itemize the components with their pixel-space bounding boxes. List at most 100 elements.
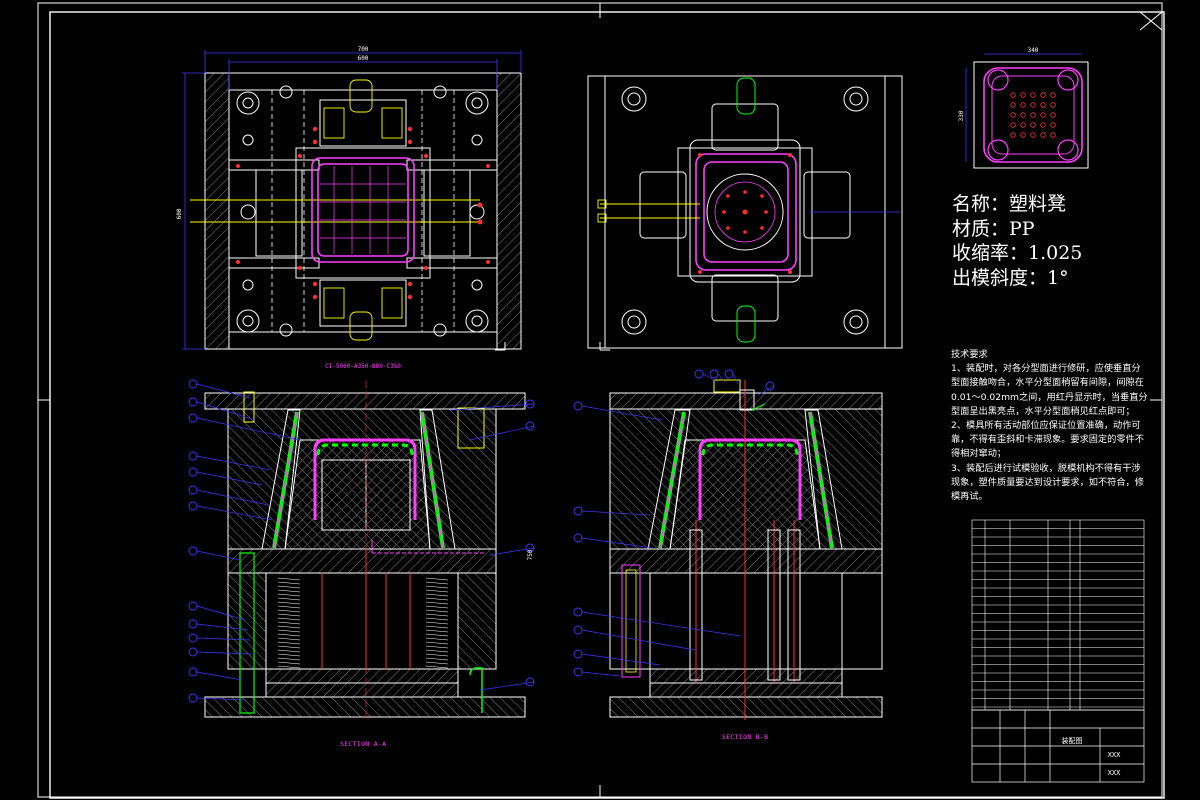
balloon [188,413,198,423]
leader-line [717,373,726,383]
part-hole [1030,92,1036,98]
leader-line [581,653,661,666]
leader-line [196,401,256,421]
balloon [188,647,198,657]
balloon [188,693,198,703]
spring-coil [277,581,301,585]
spring-coil [277,597,301,601]
spring-coil [277,609,301,613]
parts-list-table [971,519,1145,711]
leader-line [196,637,251,641]
leader-line [196,455,271,471]
balloon [765,381,775,391]
leader-line [196,605,246,621]
spring-coil [277,657,301,661]
leader-line [702,373,719,383]
spring-coil [425,625,449,629]
balloon [709,369,719,379]
part-hole [1020,92,1026,98]
leader-line [757,385,775,396]
part-top-view [965,53,1089,169]
balloon [188,379,198,389]
dim-top-inner: 600 [358,55,369,62]
part-hole [1040,102,1046,108]
dim-top-overall: 700 [358,46,369,53]
balloon [188,451,198,461]
leader-line [196,471,263,486]
part-hole [1030,132,1036,138]
balloon [573,649,583,659]
part-hole [1050,112,1056,118]
spring-coil [277,629,301,633]
part-hole [1040,112,1046,118]
part-hole [1020,112,1026,118]
leader-line [196,417,301,441]
spring-coil [277,637,301,641]
spring-coil [277,653,301,657]
spring-coil [277,665,301,669]
part-hole [1050,132,1056,138]
leader-line [196,383,251,399]
spring-coil [425,609,449,613]
spring-coil [425,577,449,581]
spring-coil [425,581,449,585]
balloon [188,501,198,511]
part-hole [1050,102,1056,108]
spring-coil [277,593,301,597]
part-hole [1020,132,1026,138]
balloon [188,667,198,677]
section-b-label: SECTION B-B [722,733,769,741]
part-hole [1030,102,1036,108]
part-name: 名称：塑料凳 [952,193,1067,215]
leader-line [732,373,739,385]
balloon [573,401,583,411]
plan-view-moving-half [587,75,903,351]
leader-line [581,629,696,651]
spring-coil [277,621,301,625]
spring-coil [277,645,301,649]
dim-section-height: 750 [527,549,534,560]
spring-coil [425,621,449,625]
balloon [525,677,535,687]
spring-coil [425,585,449,589]
spring-coil [425,661,449,665]
section-b-b [609,379,883,720]
title-drawing-name: 装配图 [1062,736,1083,745]
spring-coil [425,641,449,645]
mold-base-code: CI-5060-A350-B80-C350 [325,363,401,370]
spring-coil [277,633,301,637]
spring-coil [425,649,449,653]
tech-item-2: 2、模具所有活动部位应保证位置准确，动作可靠，不得有歪斜和卡滞现象。要求固定的零… [951,420,1144,460]
balloon [573,506,583,516]
part-hole [1050,92,1056,98]
leader-line [196,651,253,655]
part-hole [1010,112,1016,118]
section-a-balloons [188,379,535,703]
part-hole [1050,122,1056,128]
part-hole [1010,92,1016,98]
spring-coil [425,597,449,601]
part-hole [1040,132,1046,138]
title-block [971,709,1145,783]
spring-coil [425,601,449,605]
spring-coil [425,637,449,641]
balloon [188,397,198,407]
leader-line [489,547,535,556]
part-hole [1010,102,1016,108]
tech-item-1: 1、装配时，对各分型面进行修研，应使垂直分型面接触吻合，水平分型面稍留有间隙，间… [951,363,1148,417]
part-material: 材质：PP [952,217,1035,240]
leader-line [196,623,249,631]
leader-line [196,550,241,561]
spring-coil [425,645,449,649]
plan-view-fixed-half [182,50,522,351]
balloon [573,667,583,677]
balloon [188,633,198,643]
balloon [694,369,704,379]
leader-line [469,425,535,441]
part-hole [1040,92,1046,98]
spring-coil [277,605,301,609]
part-info: 名称：塑料凳 材质：PP 收缩率：1.025 出模斜度：1° [952,192,1082,290]
balloon [525,421,535,431]
spring-coil [425,613,449,617]
